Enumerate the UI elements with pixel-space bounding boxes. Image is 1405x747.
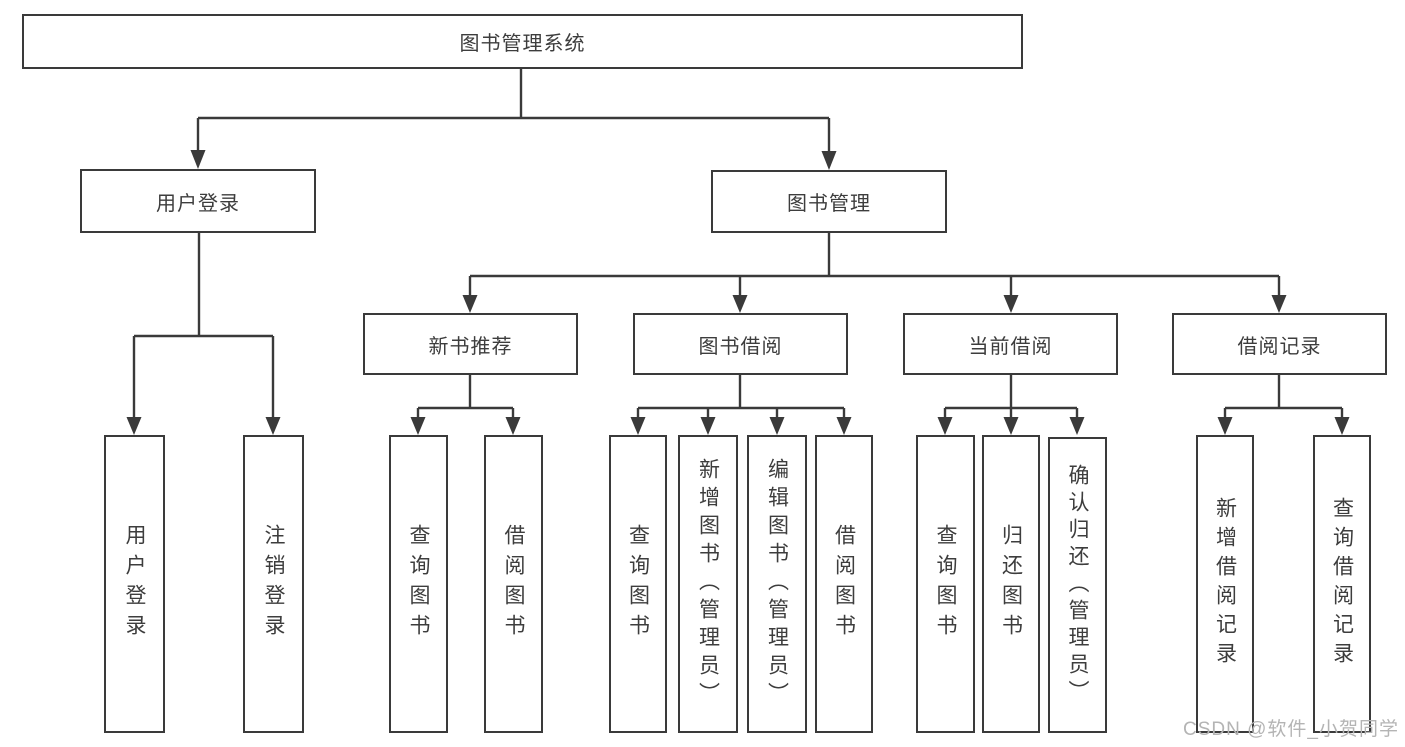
leaf-query-books-current: 查询图书 xyxy=(916,435,975,733)
leaf-add-borrow-record: 新增借阅记录 xyxy=(1196,435,1254,733)
leaf-query-books-recommend: 查询图书 xyxy=(389,435,448,733)
leaf-user-login: 用户登录 xyxy=(104,435,165,733)
node-book-borrow: 图书借阅 xyxy=(633,313,848,375)
leaf-add-books-admin: 新增图书（管理员） xyxy=(678,435,738,733)
watermark: CSDN @软件_小贺同学 xyxy=(1183,719,1399,740)
leaf-borrow-books-recommend: 借阅图书 xyxy=(484,435,543,733)
leaf-borrow-books: 借阅图书 xyxy=(815,435,873,733)
node-library-management-system: 图书管理系统 xyxy=(22,14,1023,69)
node-current-borrow: 当前借阅 xyxy=(903,313,1118,375)
leaf-logout: 注销登录 xyxy=(243,435,304,733)
leaf-query-books-borrow: 查询图书 xyxy=(609,435,667,733)
leaf-query-borrow-record: 查询借阅记录 xyxy=(1313,435,1371,733)
node-new-book-recommend: 新书推荐 xyxy=(363,313,578,375)
node-user-login: 用户登录 xyxy=(80,169,316,233)
node-borrow-records: 借阅记录 xyxy=(1172,313,1387,375)
leaf-confirm-return-admin: 确认归还（管理员） xyxy=(1048,437,1107,733)
leaf-edit-books-admin: 编辑图书（管理员） xyxy=(747,435,807,733)
leaf-return-books: 归还图书 xyxy=(982,435,1040,733)
node-book-management: 图书管理 xyxy=(711,170,947,233)
